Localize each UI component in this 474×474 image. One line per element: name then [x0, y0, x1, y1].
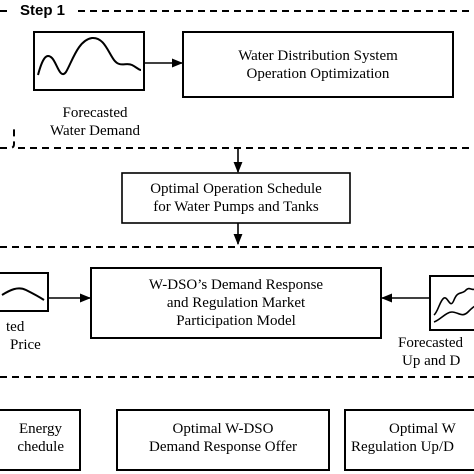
forecast-reg-label: Forecasted Up and D — [398, 334, 474, 370]
schedule-line2: for Water Pumps and Tanks — [153, 199, 319, 215]
wdso-line2: and Regulation Market — [166, 295, 306, 311]
energy-line1: Energy — [18, 421, 62, 437]
regulation-chart — [429, 275, 474, 331]
schedule-box-text: Optimal Operation Schedule for Water Pum… — [122, 173, 350, 223]
forecast-price-line1: ted — [6, 319, 25, 335]
dr-offer-line2: Demand Response Offer — [148, 439, 297, 455]
dr-offer-text: Optimal W-DSO Demand Response Offer — [117, 410, 329, 466]
forecast-price-label: ted Price — [0, 318, 60, 354]
dr-offer-line1: Optimal W-DSO — [172, 421, 274, 437]
reg-offer-line2: Regulation Up/D — [351, 439, 454, 455]
schedule-box — [121, 172, 351, 224]
forecast-demand-label: Forecasted Water Demand — [20, 104, 170, 140]
reg-offer-line1: Optimal W — [389, 421, 456, 437]
wdso-line1: W-DSO’s Demand Response — [148, 277, 324, 293]
price-chart — [0, 272, 49, 312]
wds-box-text: Water Distribution System Operation Opti… — [183, 32, 453, 97]
step1-dashed-frame — [0, 10, 474, 149]
energy-schedule-box — [0, 409, 81, 471]
wdso-line3: Participation Model — [176, 313, 296, 329]
wdso-box-text: W-DSO’s Demand Response and Regulation M… — [91, 268, 381, 338]
regulation-offer-box — [344, 409, 474, 471]
forecast-demand-line2: Water Demand — [50, 123, 140, 139]
forecast-reg-line2: Up and D — [402, 353, 461, 369]
reg-offer-text: Optimal W Regulation Up/D — [345, 410, 474, 466]
wds-line2: Operation Optimization — [246, 65, 390, 82]
wds-line1: Water Distribution System — [238, 47, 398, 64]
wdso-model-box — [90, 267, 382, 339]
schedule-line1: Optimal Operation Schedule — [150, 181, 322, 197]
energy-schedule-text: Energy chedule — [0, 410, 78, 466]
water-demand-chart — [33, 31, 145, 91]
forecast-reg-line1: Forecasted — [398, 335, 463, 351]
forecast-demand-line1: Forecasted — [62, 105, 128, 121]
forecast-price-line2: Price — [10, 337, 41, 353]
step1-label: Step 1 — [20, 2, 66, 19]
demand-response-offer-box — [116, 409, 330, 471]
wds-optimization-box — [182, 31, 454, 98]
energy-line2: chedule — [17, 439, 64, 455]
